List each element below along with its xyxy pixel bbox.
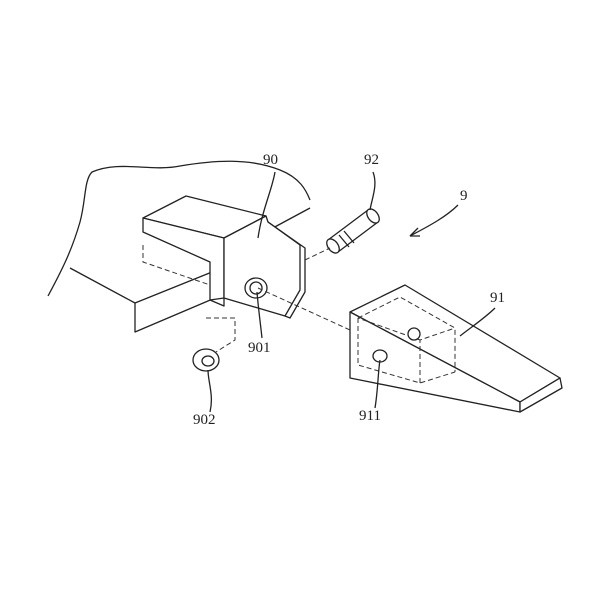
pin — [326, 208, 380, 254]
label-holder-hole: 901 — [248, 340, 271, 356]
holder-block — [142, 195, 306, 319]
washer — [192, 348, 220, 372]
label-assembly: 9 — [460, 188, 468, 204]
tooth — [349, 284, 563, 413]
label-pin: 92 — [364, 152, 379, 168]
label-washer: 902 — [193, 412, 216, 428]
assembly-lines — [142, 245, 351, 353]
label-tooth: 91 — [490, 290, 505, 306]
label-holder: 90 — [263, 152, 278, 168]
leader-lines — [207, 171, 496, 413]
label-tooth-hole: 911 — [359, 408, 381, 424]
